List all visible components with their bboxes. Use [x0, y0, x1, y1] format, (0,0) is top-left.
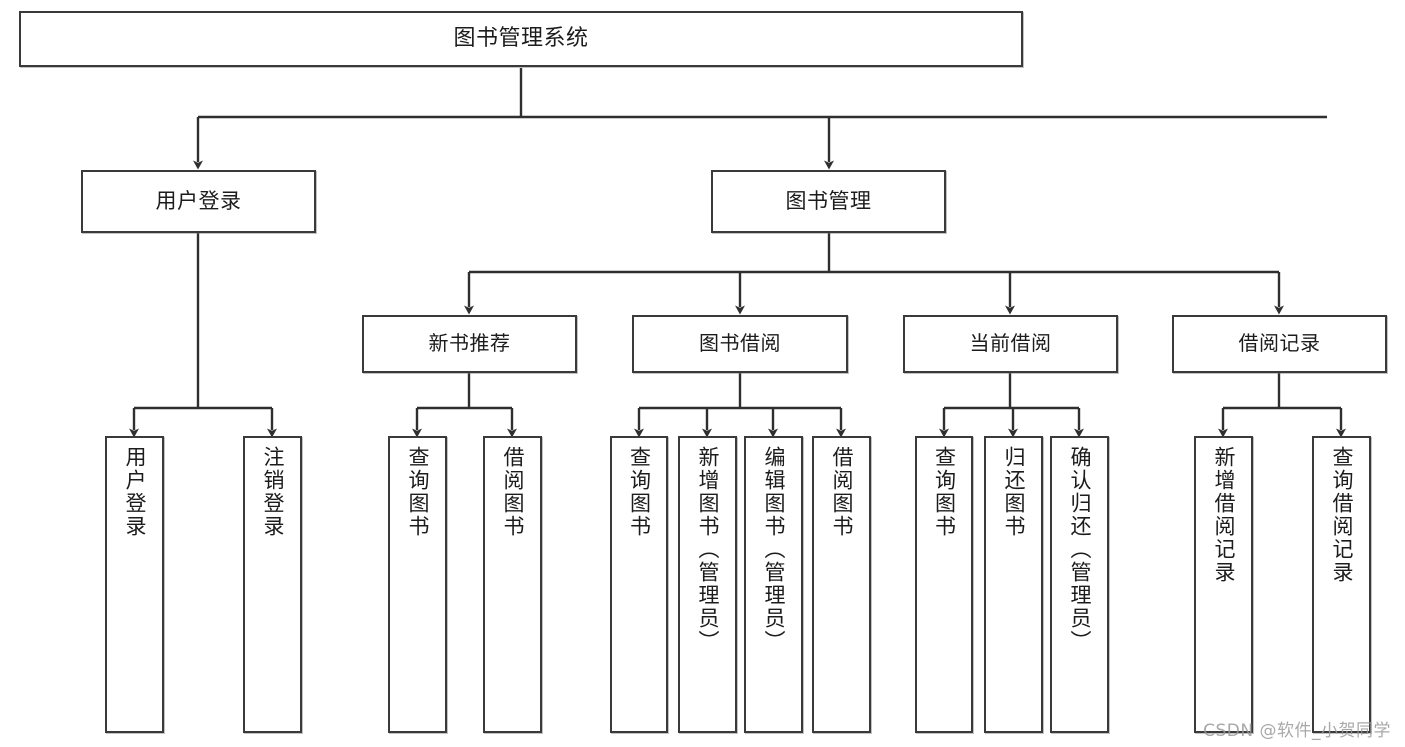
node-user-login[interactable]: 用户登录	[81, 170, 316, 233]
leaf-book-borrow-add-label: 新增图书（管理员）	[696, 446, 720, 653]
leaf-current-borrow-confirm-label: 确认归还（管理员）	[1068, 446, 1092, 653]
leaf-user-login-login[interactable]: 用户登录	[105, 436, 164, 733]
leaf-user-login-login-label: 用户登录	[123, 446, 147, 538]
leaf-user-login-logout[interactable]: 注销登录	[243, 436, 302, 733]
node-root-book-management-system[interactable]: 图书管理系统	[19, 11, 1023, 67]
node-new-book-recommend-label: 新书推荐	[428, 331, 511, 356]
leaf-current-borrow-confirm[interactable]: 确认归还（管理员）	[1050, 436, 1109, 733]
leaf-new-book-query[interactable]: 查询图书	[388, 436, 447, 733]
leaf-current-borrow-query-label: 查询图书	[932, 446, 957, 538]
node-book-borrow[interactable]: 图书借阅	[632, 315, 848, 373]
leaf-borrow-record-add[interactable]: 新增借阅记录	[1194, 436, 1253, 733]
node-book-borrow-label: 图书借阅	[699, 331, 781, 356]
node-user-login-label: 用户登录	[155, 189, 242, 214]
leaf-book-borrow-query[interactable]: 查询图书	[610, 436, 668, 733]
node-root-label: 图书管理系统	[453, 26, 589, 52]
leaf-new-book-borrow[interactable]: 借阅图书	[483, 436, 542, 733]
leaf-current-borrow-return[interactable]: 归还图书	[984, 436, 1043, 733]
node-current-borrow[interactable]: 当前借阅	[903, 315, 1118, 373]
leaf-book-borrow-borrow[interactable]: 借阅图书	[812, 436, 871, 733]
leaf-new-book-query-label: 查询图书	[406, 446, 430, 538]
node-current-borrow-label: 当前借阅	[969, 331, 1052, 356]
node-borrow-record-label: 借阅记录	[1238, 331, 1321, 356]
csdn-watermark: CSDN @软件_小贺同学	[1203, 721, 1391, 741]
node-borrow-record[interactable]: 借阅记录	[1172, 315, 1387, 373]
leaf-current-borrow-return-label: 归还图书	[1002, 446, 1026, 538]
node-book-management[interactable]: 图书管理	[711, 170, 946, 233]
leaf-book-borrow-borrow-label: 借阅图书	[830, 446, 854, 538]
leaf-borrow-record-query[interactable]: 查询借阅记录	[1312, 436, 1371, 733]
leaf-book-borrow-add[interactable]: 新增图书（管理员）	[678, 436, 737, 733]
leaf-new-book-borrow-label: 借阅图书	[501, 446, 525, 538]
node-new-book-recommend[interactable]: 新书推荐	[362, 315, 577, 373]
node-book-management-label: 图书管理	[785, 189, 872, 214]
leaf-book-borrow-edit[interactable]: 编辑图书（管理员）	[744, 436, 803, 733]
leaf-borrow-record-query-label: 查询借阅记录	[1330, 446, 1354, 584]
leaf-user-login-logout-label: 注销登录	[261, 446, 285, 538]
leaf-borrow-record-add-label: 新增借阅记录	[1212, 446, 1236, 584]
leaf-current-borrow-query[interactable]: 查询图书	[915, 436, 973, 733]
leaf-book-borrow-query-label: 查询图书	[627, 446, 652, 538]
leaf-book-borrow-edit-label: 编辑图书（管理员）	[762, 446, 786, 653]
